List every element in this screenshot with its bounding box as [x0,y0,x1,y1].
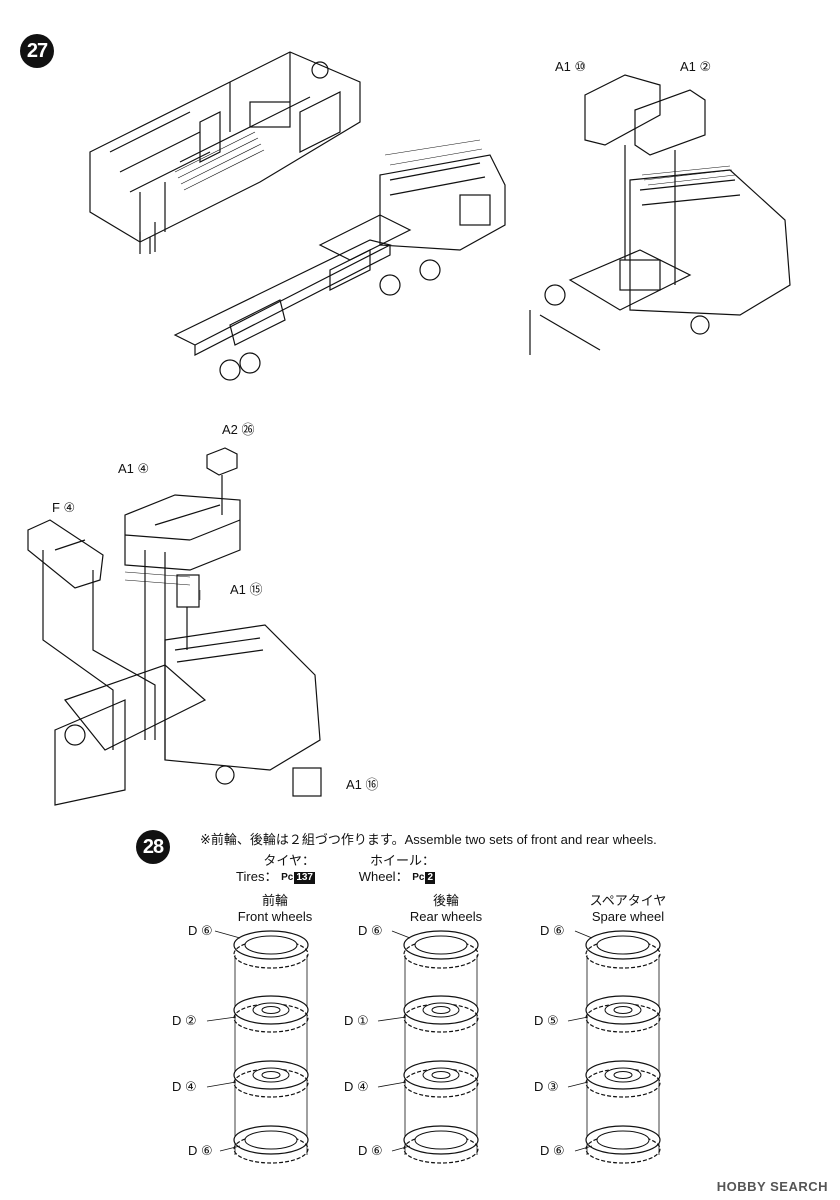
hobby-search-watermark: HOBBY SEARCH [716,1179,828,1194]
wheel-label-jp: ホイール： [369,853,435,868]
cab-inset-illustration [529,74,791,355]
front-wheels-title-en: Front wheels [237,909,313,925]
front-part-2: D ② [172,1013,197,1028]
wheel-code: 2 [425,871,435,885]
tires-label-en: Tires： [236,869,278,885]
spare-part-1: D ⑥ [540,923,565,938]
rear-wheels-title-jp: 後輪 [432,893,459,908]
callout-a1-4: A1 ④ [118,461,150,476]
rear-wheels-title-en: Rear wheels [409,909,483,925]
step-28-badge: 28 [136,830,170,864]
chassis-illustration [173,139,506,381]
rear-wheel-stack [403,930,479,1164]
step-27-badge: 27 [20,34,54,68]
wheel-label-en: Wheel： [358,869,409,885]
spare-wheel-title-jp: スペアタイヤ [589,893,667,908]
front-part-3: D ④ [172,1079,197,1094]
front-wheels-title-jp: 前輪 [261,893,288,908]
tires-label-jp: タイヤ： [263,853,315,868]
tires-code: 137 [294,871,315,885]
callout-a1-10: A1 ⑩ [555,59,587,74]
spare-part-4: D ⑥ [540,1143,565,1158]
rear-part-3: D ④ [344,1079,369,1094]
step-28-note: ※前輪、後輪は２組づつ作ります。Assemble two sets of fro… [200,832,657,847]
crane-body-illustration [89,51,361,254]
spare-part-3: D ③ [534,1079,559,1094]
tires-code-prefix: Pc [281,871,294,883]
wheel-code-prefix: Pc [412,871,425,883]
front-wheels-heading: 前輪 Front wheels [205,893,345,926]
spare-wheel-title-en: Spare wheel [591,909,665,925]
cab-parts-illustration [27,447,322,806]
step-27-number: 27 [26,39,48,62]
callout-a1-15: A1 ⑮ [230,582,263,597]
step-28-number: 28 [142,835,164,858]
front-part-1: D ⑥ [188,923,213,938]
front-part-4: D ⑥ [188,1143,213,1158]
callout-a1-16: A1 ⑯ [346,777,379,792]
callout-a1-2: A1 ② [680,59,712,74]
spare-wheel-heading: スペアタイヤ Spare wheel [558,893,698,926]
rear-part-2: D ① [344,1013,369,1028]
rear-wheels-heading: 後輪 Rear wheels [376,893,516,926]
rear-part-4: D ⑥ [358,1143,383,1158]
spare-part-2: D ⑤ [534,1013,559,1028]
callout-f-4: F ④ [52,500,76,515]
callout-a2-26: A2 ㉖ [222,422,255,437]
front-wheel-stack [233,930,309,1164]
rear-part-1: D ⑥ [358,923,383,938]
spare-wheel-stack [585,930,661,1164]
